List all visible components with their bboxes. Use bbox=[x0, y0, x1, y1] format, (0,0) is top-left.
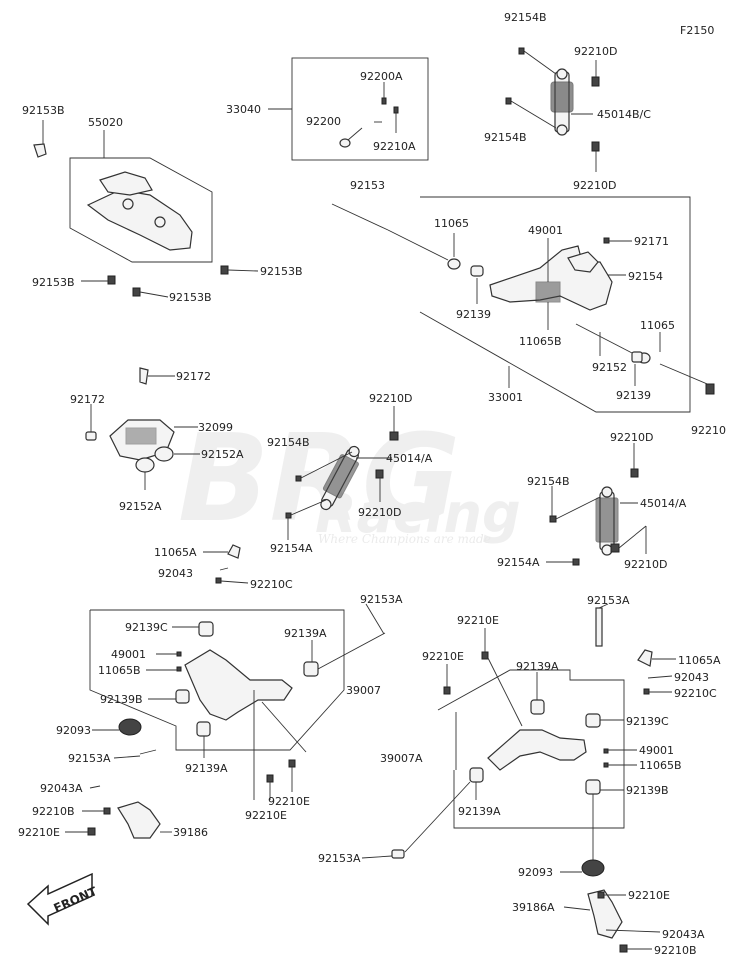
label-92154a-b: 92154A bbox=[497, 556, 540, 569]
chain-guide-32099 bbox=[85, 367, 200, 490]
label-92210c-b: 92210C bbox=[674, 687, 717, 700]
bushing-group-11065a bbox=[203, 544, 249, 584]
figure-code: F2150 bbox=[680, 24, 714, 37]
label-92154b-c: 92154B bbox=[267, 436, 310, 449]
label-92210e-d: 92210E bbox=[457, 614, 499, 627]
label-92210e-c: 92210E bbox=[18, 826, 60, 839]
center-shock-45014a bbox=[285, 406, 399, 540]
label-92210a: 92210A bbox=[373, 140, 416, 153]
label-32099: 32099 bbox=[198, 421, 233, 434]
label-92153b-c: 92153B bbox=[32, 276, 75, 289]
label-92210b-b: 92210B bbox=[654, 944, 697, 957]
label-92139c-b: 92139C bbox=[626, 715, 669, 728]
label-92154a-a: 92154A bbox=[270, 542, 313, 555]
label-39186a: 39186A bbox=[512, 901, 555, 914]
kit-33040-parts bbox=[339, 82, 399, 148]
label-92152a-b: 92152A bbox=[119, 500, 162, 513]
swing-arm-33001 bbox=[331, 196, 715, 413]
label-11065-b: 11065 bbox=[640, 319, 675, 332]
label-92210c-a: 92210C bbox=[250, 578, 293, 591]
front-arrow-icon: FRONT bbox=[26, 872, 100, 926]
label-92153: 92153 bbox=[350, 179, 385, 192]
skid-plate-55020 bbox=[33, 120, 259, 298]
label-92153b-d: 92153B bbox=[169, 291, 212, 304]
label-92139a-a: 92139A bbox=[284, 627, 327, 640]
label-92153b-a: 92153B bbox=[22, 104, 65, 117]
right-shock-45014a bbox=[546, 443, 647, 566]
label-92153a-d: 92153A bbox=[318, 852, 361, 865]
label-45014a-a: 45014/A bbox=[386, 452, 433, 465]
label-92139a-c: 92139A bbox=[516, 660, 559, 673]
label-92139a-d: 92139A bbox=[458, 805, 501, 818]
label-45014bc: 45014B/C bbox=[597, 108, 651, 121]
label-92043-b: 92043 bbox=[674, 671, 709, 684]
label-92152a-a: 92152A bbox=[201, 448, 244, 461]
label-92139b-a: 92139B bbox=[100, 693, 143, 706]
rear-shock-45014bc bbox=[505, 47, 600, 172]
label-92043a-a: 92043A bbox=[40, 782, 83, 795]
label-92210d-e: 92210D bbox=[610, 431, 653, 444]
label-92153a-a: 92153A bbox=[360, 593, 403, 606]
label-92210d-a: 92210D bbox=[574, 45, 617, 58]
label-92153b-b: 92153B bbox=[260, 265, 303, 278]
label-92200: 92200 bbox=[306, 115, 341, 128]
label-11065b-c: 11065B bbox=[639, 759, 682, 772]
label-33001: 33001 bbox=[488, 391, 523, 404]
label-11065a-b: 11065A bbox=[678, 654, 721, 667]
label-92152: 92152 bbox=[592, 361, 627, 374]
label-92154b-top: 92154B bbox=[504, 11, 547, 24]
label-92139b-b: 92139B bbox=[626, 784, 669, 797]
label-92154b-b: 92154B bbox=[484, 131, 527, 144]
label-92139a-b: 92139A bbox=[185, 762, 228, 775]
label-92210: 92210 bbox=[691, 424, 726, 437]
label-49001-c: 49001 bbox=[639, 744, 674, 757]
watermark: BRG Racing Where Champions are made bbox=[178, 410, 521, 549]
label-92154b-d: 92154B bbox=[527, 475, 570, 488]
label-92210d-c: 92210D bbox=[369, 392, 412, 405]
label-92093-b: 92093 bbox=[518, 866, 553, 879]
label-39007: 39007 bbox=[346, 684, 381, 697]
label-92153a-b: 92153A bbox=[68, 752, 111, 765]
label-11065a-a: 11065A bbox=[154, 546, 197, 559]
label-39186: 39186 bbox=[173, 826, 208, 839]
label-92210e-f: 92210E bbox=[628, 889, 670, 902]
label-92093-a: 92093 bbox=[56, 724, 91, 737]
label-92210e-b: 92210E bbox=[245, 809, 287, 822]
label-92210d-d: 92210D bbox=[358, 506, 401, 519]
label-92154: 92154 bbox=[628, 270, 663, 283]
label-49001-b: 49001 bbox=[111, 648, 146, 661]
label-11065b-b: 11065B bbox=[98, 664, 141, 677]
label-92210e-a: 92210E bbox=[268, 795, 310, 808]
watermark-racing: Racing bbox=[315, 482, 521, 545]
label-92171: 92171 bbox=[634, 235, 669, 248]
watermark-brand: BRG bbox=[178, 410, 460, 549]
left-knuckle-39186 bbox=[65, 718, 172, 839]
label-39007a: 39007A bbox=[380, 752, 423, 765]
left-a-arm-39007 bbox=[89, 603, 386, 800]
label-92153a-c: 92153A bbox=[587, 594, 630, 607]
label-11065-a: 11065 bbox=[434, 217, 469, 230]
label-92139c-a: 92139C bbox=[125, 621, 168, 634]
label-92210b-a: 92210B bbox=[32, 805, 75, 818]
label-33040: 33040 bbox=[226, 103, 261, 116]
label-92210d-b: 92210D bbox=[573, 179, 616, 192]
label-92043a-b: 92043A bbox=[662, 928, 705, 941]
label-92043-a: 92043 bbox=[158, 567, 193, 580]
right-knuckle-39186a bbox=[560, 794, 661, 953]
label-55020: 55020 bbox=[88, 116, 123, 129]
label-92210d-f: 92210D bbox=[624, 558, 667, 571]
label-92139-b: 92139 bbox=[616, 389, 651, 402]
watermark-slogan: Where Champions are made bbox=[318, 532, 491, 546]
label-92139-a: 92139 bbox=[456, 308, 491, 321]
label-45014a-b: 45014/A bbox=[640, 497, 687, 510]
label-92210e-e: 92210E bbox=[422, 650, 464, 663]
label-49001-a: 49001 bbox=[528, 224, 563, 237]
label-92172-b: 92172 bbox=[176, 370, 211, 383]
label-92200a: 92200A bbox=[360, 70, 403, 83]
label-92172-a: 92172 bbox=[70, 393, 105, 406]
right-a-arm-39007a bbox=[361, 603, 676, 859]
label-11065b-a: 11065B bbox=[519, 335, 562, 348]
